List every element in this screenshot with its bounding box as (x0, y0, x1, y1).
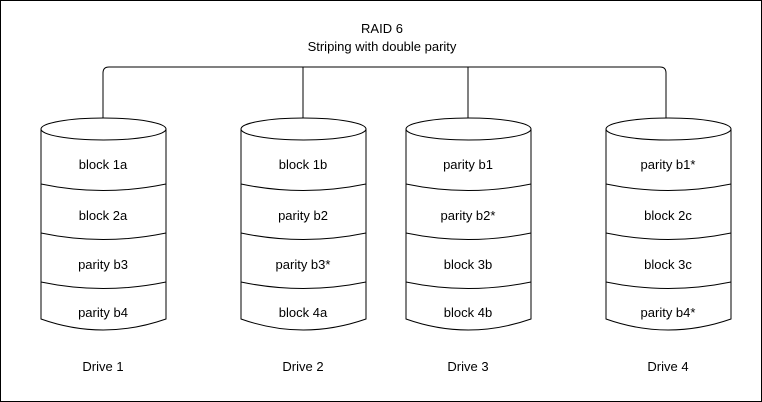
drive-3-block-1: parity b1 (443, 157, 493, 172)
drive-4: parity b1* block 2c block 3c parity b4* … (605, 117, 732, 374)
drive-1-block-3: parity b3 (78, 257, 128, 272)
drive-4-label: Drive 4 (647, 359, 688, 374)
drive-3-block-2: parity b2* (441, 208, 496, 223)
drive-3-block-3: block 3b (444, 257, 492, 272)
drive-2-cylinder-top (240, 117, 367, 141)
drive-4-block-1: parity b1* (641, 157, 696, 172)
drive-3-block-4: block 4b (444, 305, 492, 320)
drive-1-block-2: block 2a (79, 208, 128, 223)
drive-2-block-2: parity b2 (278, 208, 328, 223)
drive-4-block-3: block 3c (644, 257, 692, 272)
drive-2-cylinder-body (240, 128, 367, 331)
drive-1: block 1a block 2a parity b3 parity b4 Dr… (40, 117, 167, 374)
drive-3-separator-1 (405, 183, 532, 191)
drive-1-separator-2 (40, 232, 167, 240)
drive-2-separator-2 (240, 232, 367, 240)
drive-2-block-1: block 1b (279, 157, 327, 172)
drive-4-separator-3 (605, 281, 732, 289)
drive-3-cylinder-body (405, 128, 532, 331)
diagram-title-line1: RAID 6 (361, 21, 403, 36)
drive-2-block-4: block 4a (279, 305, 328, 320)
drive-1-separator-1 (40, 183, 167, 191)
drive-3: parity b1 parity b2* block 3b block 4b D… (405, 117, 532, 374)
drive-4-separator-1 (605, 183, 732, 191)
drive-2-separator-1 (240, 183, 367, 191)
drive-1-block-4: parity b4 (78, 305, 128, 320)
drive-4-cylinder-top (605, 117, 732, 141)
drive-3-label: Drive 3 (447, 359, 488, 374)
drive-3-separator-2 (405, 232, 532, 240)
drive-4-block-4: parity b4* (641, 305, 696, 320)
drive-2-separator-3 (240, 281, 367, 289)
diagram-title-line2: Striping with double parity (308, 39, 457, 54)
drive-4-block-2: block 2c (644, 208, 692, 223)
drive-1-cylinder-top (40, 117, 167, 141)
connector-bus (102, 66, 667, 123)
drive-2-label: Drive 2 (282, 359, 323, 374)
drive-1-cylinder-body (40, 128, 167, 331)
drive-1-label: Drive 1 (82, 359, 123, 374)
drive-3-cylinder-top (405, 117, 532, 141)
drive-2-block-3: parity b3* (276, 257, 331, 272)
drive-4-separator-2 (605, 232, 732, 240)
drive-1-block-1: block 1a (79, 157, 128, 172)
drive-3-separator-3 (405, 281, 532, 289)
drive-4-cylinder-body (605, 128, 732, 331)
drive-2: block 1b parity b2 parity b3* block 4a D… (240, 117, 367, 374)
drive-1-separator-3 (40, 281, 167, 289)
